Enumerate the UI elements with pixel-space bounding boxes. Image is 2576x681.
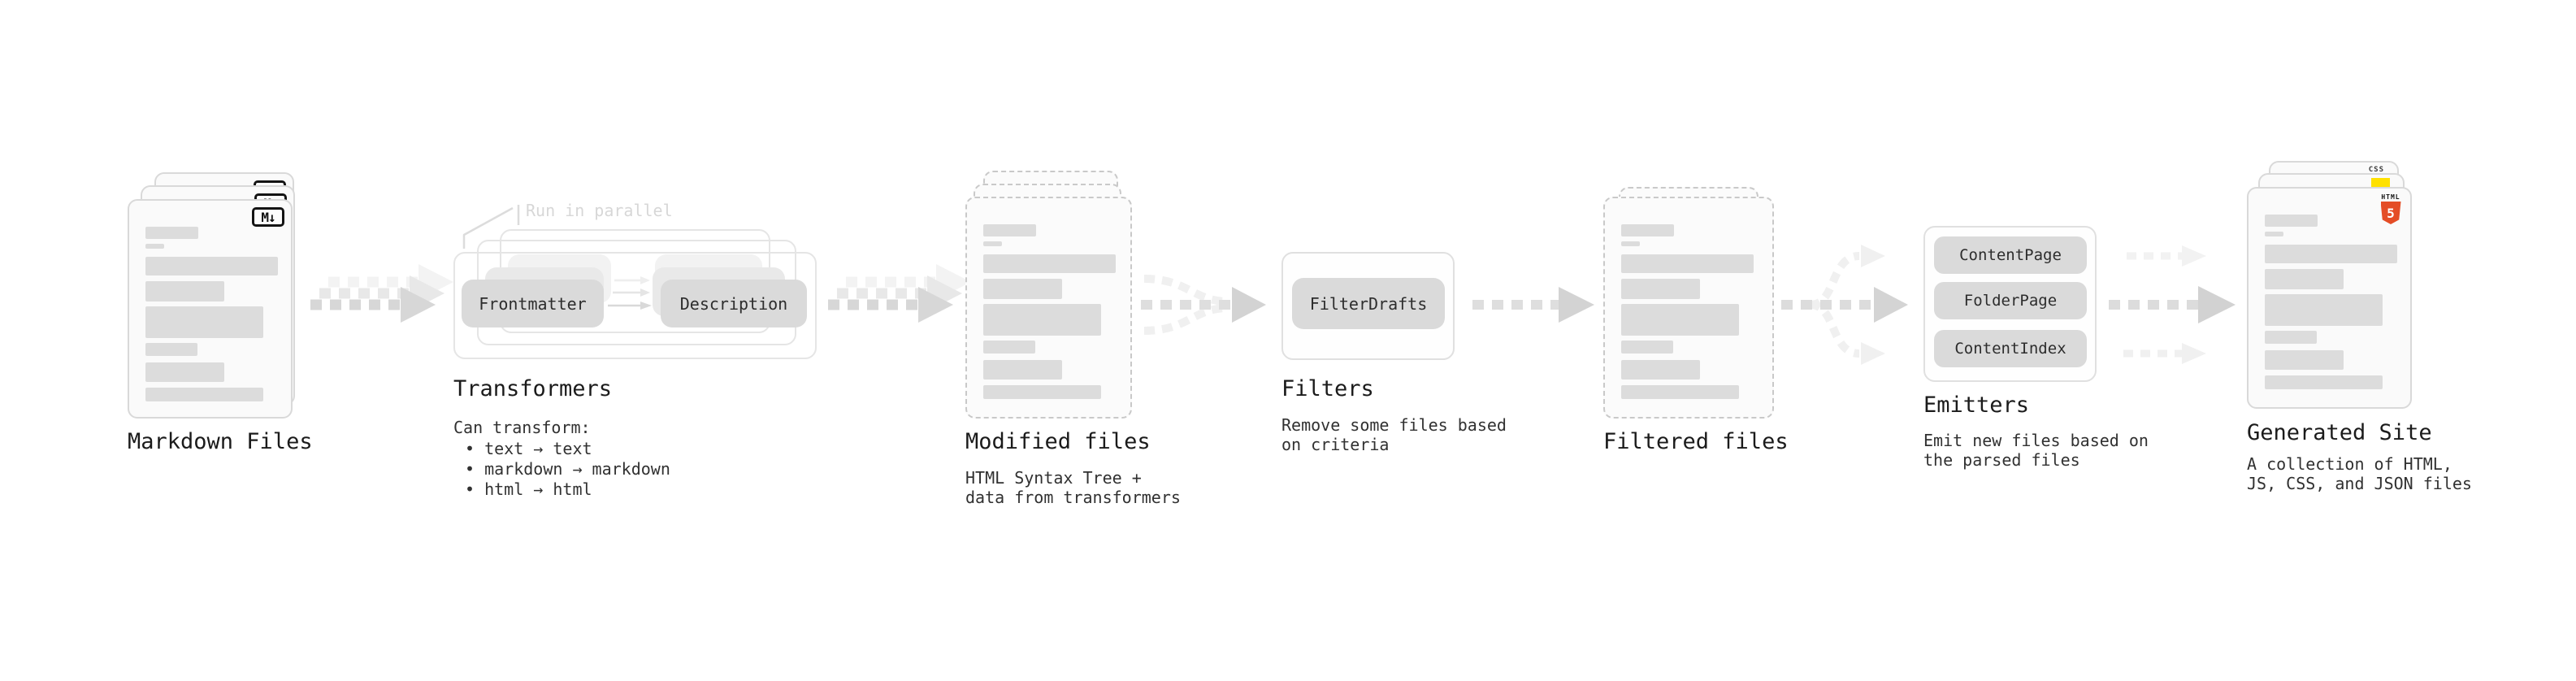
text-line-bar xyxy=(1621,254,1754,273)
text-line-bar xyxy=(145,388,263,401)
emitter-pill-contentpage: ContentPage xyxy=(1934,236,2087,274)
text-line-bar xyxy=(1621,385,1739,399)
text-line-bar xyxy=(2265,350,2344,370)
text-line-bar xyxy=(2265,375,2383,389)
transformers-heading: Transformers xyxy=(453,376,613,401)
transformers-box-front xyxy=(453,252,817,359)
text-line-bar xyxy=(1621,340,1673,354)
text-line-bar xyxy=(983,304,1101,336)
transformers-bullet: • html → html xyxy=(465,479,592,499)
emitter-pill-folderpage: FolderPage xyxy=(1934,282,2087,319)
generated-site-note: A collection of HTML, xyxy=(2247,454,2452,474)
text-line-bar xyxy=(983,385,1101,399)
emitters-note: the parsed files xyxy=(1923,450,2080,470)
modified-file-card-front xyxy=(965,197,1132,419)
parallel-transform-arrows xyxy=(608,276,652,310)
markdown-files-heading: Markdown Files xyxy=(128,429,313,454)
text-line-bar xyxy=(983,360,1062,380)
text-line-bar xyxy=(145,343,197,356)
flow-arrow-modified-to-filters-merge xyxy=(1141,275,1266,335)
generated-file-card-html: HTML 5 xyxy=(2247,187,2412,409)
emitters-heading: Emitters xyxy=(1923,393,2030,418)
markdown-file-card-front: M↓ xyxy=(128,199,293,419)
text-line-bar xyxy=(145,257,278,275)
generated-site-note: JS, CSS, and JSON files xyxy=(2247,474,2472,493)
modified-files-note: HTML Syntax Tree + xyxy=(965,468,1142,488)
text-line-bar xyxy=(1621,224,1674,236)
text-line-bar xyxy=(1621,241,1640,246)
text-line-bar xyxy=(983,241,1002,246)
generated-site-heading: Generated Site xyxy=(2247,420,2432,445)
html5-icon: HTML 5 xyxy=(2379,193,2402,224)
text-line-bar xyxy=(1621,360,1700,380)
filters-note: Remove some files based xyxy=(1281,415,1507,435)
transformers-note-title: Can transform: xyxy=(453,418,591,437)
text-line-bar xyxy=(983,279,1062,299)
transformer-pill-frontmatter: Frontmatter xyxy=(462,280,604,327)
transformer-pill-description: Description xyxy=(661,280,807,327)
text-line-bar xyxy=(2265,331,2317,344)
markdown-icon: M↓ xyxy=(252,207,284,227)
text-line-bar xyxy=(2265,294,2383,326)
modified-files-note: data from transformers xyxy=(965,488,1181,507)
text-line-bar xyxy=(1621,304,1739,336)
filters-heading: Filters xyxy=(1281,376,1374,401)
modified-files-heading: Modified files xyxy=(965,429,1151,454)
text-line-bar xyxy=(983,340,1035,354)
filtered-file-card-front xyxy=(1603,197,1774,419)
text-line-bar xyxy=(145,244,164,249)
text-line-bar xyxy=(145,281,224,301)
emitter-pill-contentindex: ContentIndex xyxy=(1934,330,2087,367)
flow-arrow-transformers-to-modified xyxy=(828,264,971,323)
filter-pill-filterdrafts: FilterDrafts xyxy=(1292,278,1445,329)
filtered-files-heading: Filtered files xyxy=(1603,429,1789,454)
transformers-bullet: • markdown → markdown xyxy=(465,459,670,479)
text-line-bar xyxy=(983,224,1036,236)
flow-arrow-emitters-to-generated xyxy=(2109,245,2236,364)
text-line-bar xyxy=(2265,215,2318,227)
filters-note: on criteria xyxy=(1281,435,1390,454)
text-line-bar xyxy=(1621,279,1700,299)
emitters-note: Emit new files based on xyxy=(1923,431,2149,450)
text-line-bar xyxy=(2265,245,2397,263)
flow-arrow-filtered-to-emitters-fork xyxy=(1781,245,1908,365)
text-line-bar xyxy=(2265,232,2283,236)
run-in-parallel-annotation: Run in parallel xyxy=(526,201,673,220)
js-icon xyxy=(2371,178,2390,188)
annotation-leader-line xyxy=(462,205,520,249)
transformers-bullet: • text → text xyxy=(465,439,592,458)
text-line-bar xyxy=(2265,269,2344,289)
text-line-bar xyxy=(145,227,198,239)
flow-arrow-markdown-to-transformers xyxy=(310,264,453,323)
text-line-bar xyxy=(145,362,224,382)
text-line-bar xyxy=(145,306,263,338)
text-line-bar xyxy=(983,254,1116,273)
flow-arrow-filters-to-filtered xyxy=(1472,287,1594,323)
